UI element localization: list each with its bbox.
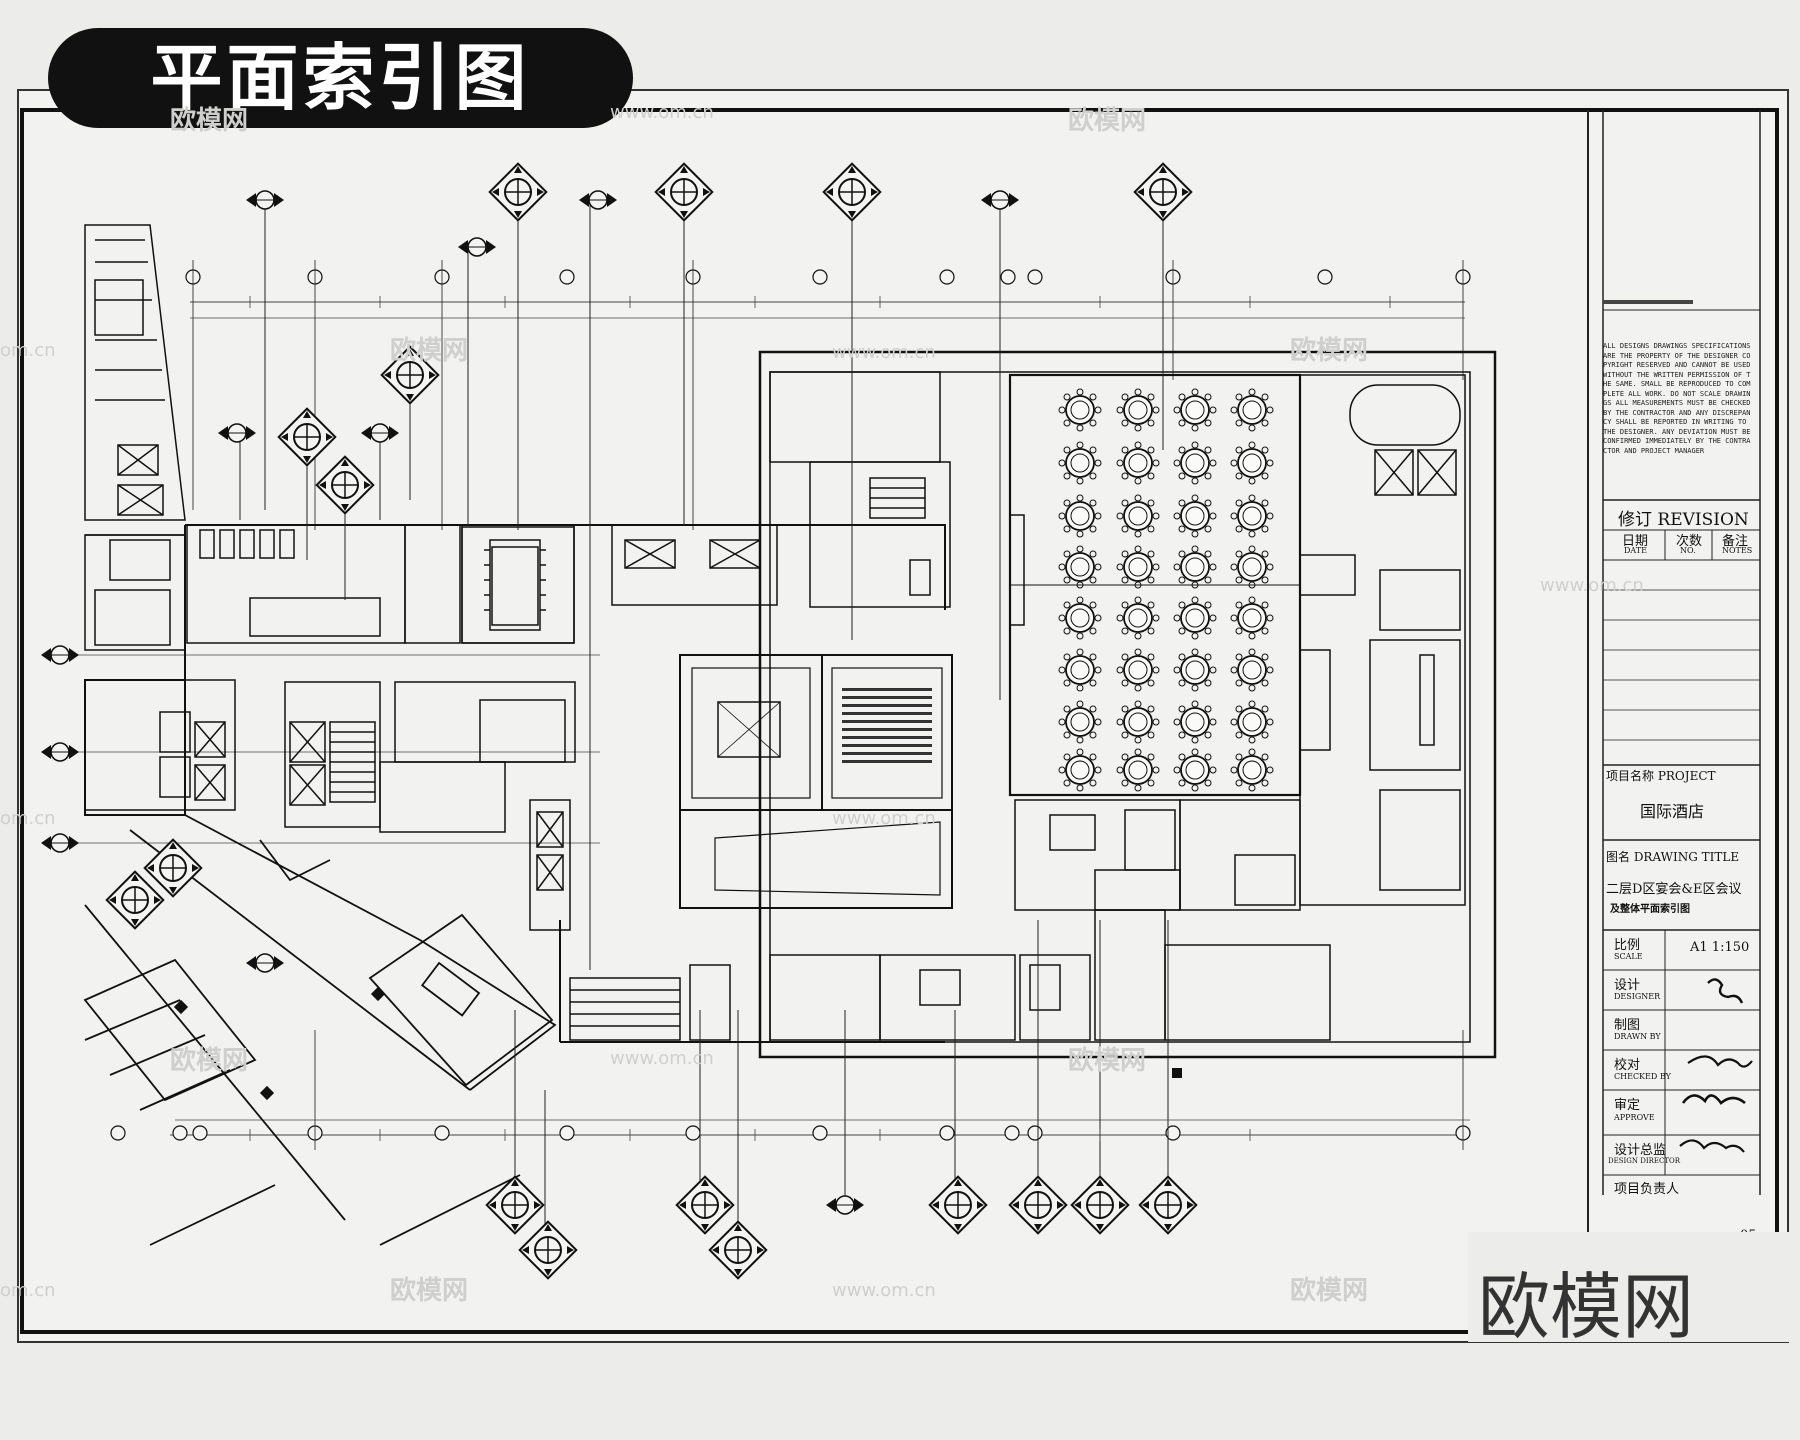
drawing-title-line1: 二层D区宴会&E区会议 [1606,882,1742,897]
drawing-title-line2: 及整体平面索引图 [1610,904,1690,915]
watermark-text: 欧模网 [170,1046,249,1076]
project-name: 国际酒店 [1640,802,1705,821]
director-label-en: DESIGN DIRECTOR [1608,1157,1681,1165]
column-date-en: DATE [1624,546,1647,555]
south-rooms [569,799,1331,1041]
dimension-ticks [249,296,1391,1141]
approve-label: 审定 [1614,1098,1641,1113]
theater-seating [842,688,932,763]
approve-label-en: APPROVE [1614,1113,1655,1122]
signature-marks [1679,978,1753,1153]
watermark-url: www.om.cn [610,102,714,123]
watermark-url: www.om.cn [610,1048,714,1069]
watermark-text: 欧模网 [1068,106,1147,136]
column-notes-en: NOTES [1722,546,1753,555]
scale-value: A1 1:150 [1690,940,1750,955]
kitchen-area [1299,374,1466,906]
column-no-en: NO. [1680,546,1696,555]
grid-bubbles [110,269,1471,1141]
page-title-badge: 平面索引图 [48,28,633,128]
watermark-text: 欧模网 [1290,1276,1369,1306]
column-no: 次数 [1676,534,1703,549]
conference-rooms [679,654,953,909]
watermark-url: www.om.cn [832,808,936,829]
small-fixtures [173,986,1182,1101]
stair-core-north [769,371,951,608]
designer-label-en: DESIGNER [1614,992,1661,1001]
title-block-frame [1587,110,1761,1332]
watermark-text: 欧模网 [390,336,469,366]
watermark-url: om.cn [0,808,56,829]
watermark-url: om.cn [0,340,56,361]
brand-logo: 欧模网 [1478,1265,1695,1349]
meeting-rooms-north [611,524,778,606]
watermark-text: 欧模网 [390,1276,469,1306]
existing-building [84,224,186,521]
west-core-rooms [84,534,236,811]
drawn-label: 制图 [1614,1018,1641,1033]
checked-label: 校对 [1614,1058,1641,1073]
pm-label: 项目负责人 [1614,1182,1680,1197]
boardroom [461,526,575,644]
drawing-title-label: 图名 DRAWING TITLE [1606,850,1740,864]
watermark-text: 欧模网 [1290,336,1369,366]
project-label: 项目名称 PROJECT [1606,769,1716,783]
brand-logo-area [1468,1232,1790,1342]
title-block-notes: ALL DESIGNS DRAWINGS SPECIFICATIONS ARE … [1603,342,1751,455]
central-core [284,681,576,931]
watermark-url: www.om.cn [832,1280,936,1301]
director-label: 设计总监 [1614,1143,1667,1158]
scale-label: 比例 [1614,938,1641,953]
column-notes: 备注 [1722,534,1749,549]
scale-label-en: SCALE [1614,952,1643,961]
page-title: 平面索引图 [150,36,531,120]
index-leader-lines [239,200,1169,1230]
revision-label: 修订 REVISION [1618,510,1749,530]
watermark-url: www.om.cn [832,342,936,363]
watermark-text: 欧模网 [170,106,249,136]
designer-label: 设计 [1614,978,1641,993]
column-date: 日期 [1622,534,1649,549]
checked-label-en: CHECKED BY [1614,1072,1671,1081]
watermark-url: www.om.cn [1540,575,1644,596]
drawn-label-en: DRAWN BY [1614,1032,1661,1041]
watermark-text: 欧模网 [1068,1046,1147,1076]
watermark-url: om.cn [0,1280,56,1301]
